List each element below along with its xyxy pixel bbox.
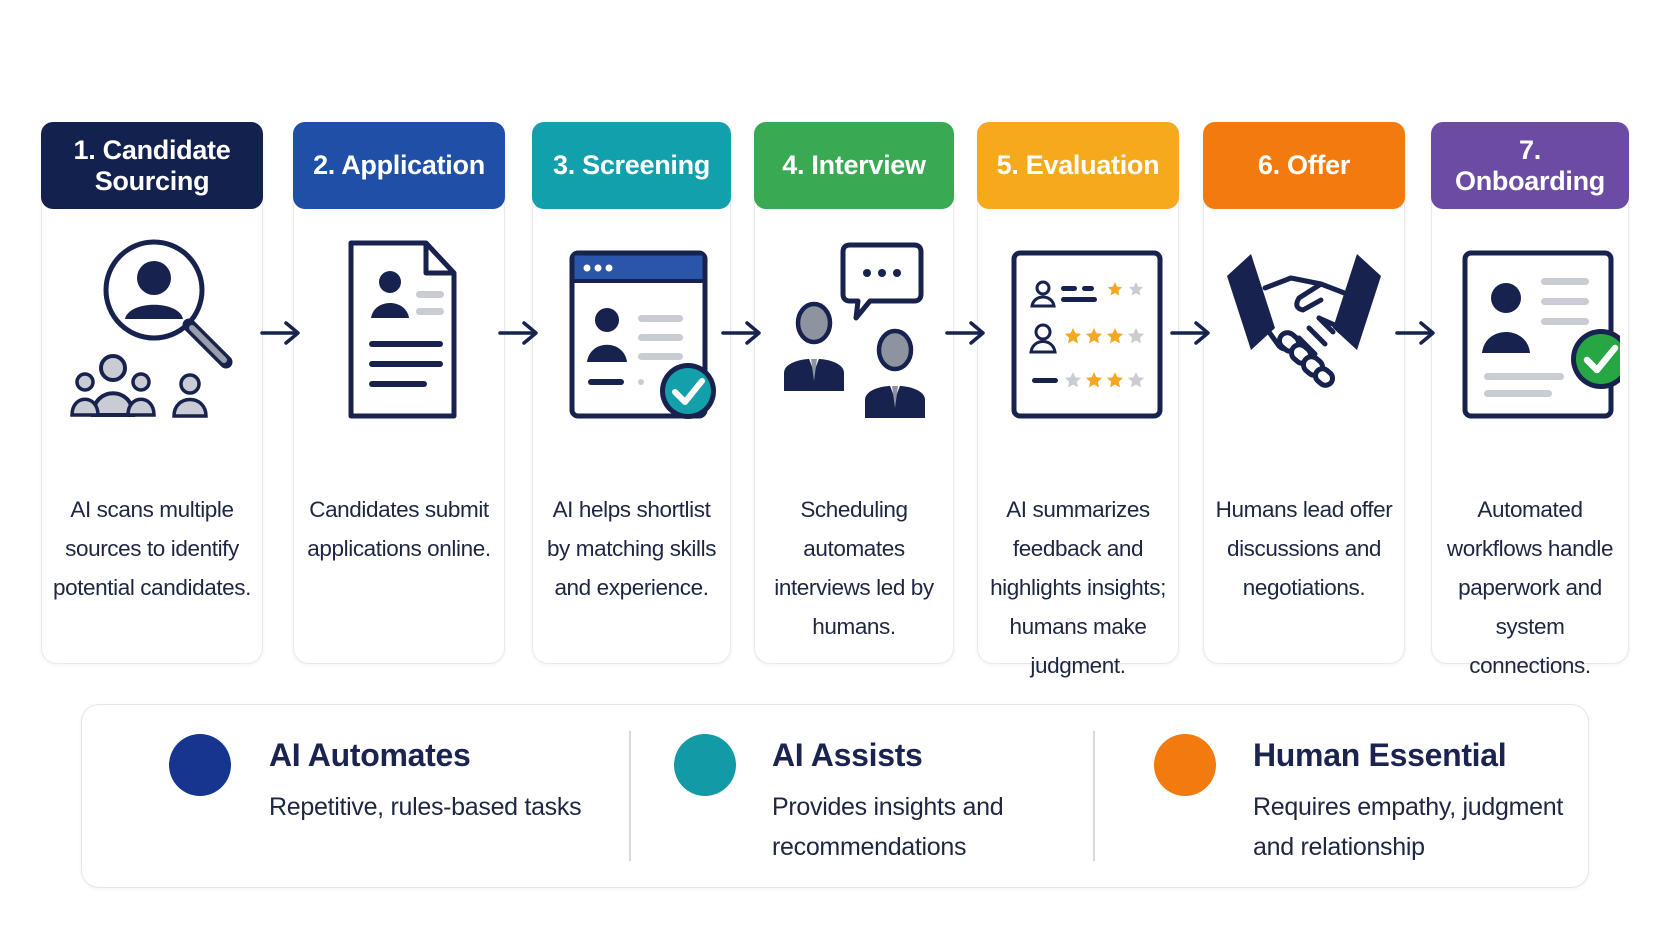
stage-card-onboarding: 7. Onboarding Automated workflows handle… [1431,122,1629,678]
stage-description: Scheduling automates interviews led by h… [774,497,934,639]
stage-card-interview: 4. Interview Scheduling automates interv… [754,122,954,664]
stage-title: 4. Interview [782,150,926,180]
arrow-right-icon [1170,321,1210,345]
stage-description: AI helps shortlist by matching skills an… [546,497,717,600]
arrow-right-icon [945,321,985,345]
magnifier-people-icon [42,228,262,443]
stage-header: 3. Screening [532,122,731,209]
stage-description: Candidates submit applications online. [307,497,491,561]
stage-title: 5. Evaluation [996,150,1160,180]
stage-description: AI scans multiple sources to identify po… [52,497,251,600]
legend-title: Human Essential [1253,737,1507,773]
legend-divider [1093,731,1095,861]
stage-description: AI summarizes feedback and highlights in… [990,497,1166,678]
stage-title: 6. Offer [1257,150,1351,180]
legend-text: Requires empathy, judgment and relations… [1253,793,1563,861]
legend-dot-navy [169,734,231,796]
stage-header: 5. Evaluation [977,122,1179,209]
document-resume-icon [294,228,504,443]
stage-description: Automated workflows handle paperwork and… [1446,497,1614,678]
stage-card-offer: 6. Offer Humans lead offer discussions a… [1203,122,1405,664]
legend-dot-orange [1154,734,1216,796]
stage-header: 1. Candidate Sourcing [41,122,263,209]
stage-description: Humans lead offer discussions and negoti… [1215,497,1393,600]
stage-header: 6. Offer [1203,122,1405,209]
legend-item-ai-automates: AI Automates Repetitive, rules-based tas… [82,705,630,889]
stage-title: 7. Onboarding [1455,134,1605,196]
stage-card-application: 2. Application Candidates submit applica… [293,122,505,664]
legend-title: AI Automates [269,737,471,773]
interview-chat-icon [755,228,953,443]
legend-item-human-essential: Human Essential Requires empathy, judgme… [1094,705,1588,889]
stage-header: 2. Application [293,122,505,209]
stage-card-candidate-sourcing: 1. Candidate Sourcing AI scans multiple … [41,122,263,664]
legend-divider [629,731,631,861]
arrow-right-icon [498,321,538,345]
stage-title: 2. Application [313,150,485,180]
browser-profile-check-icon [533,228,730,443]
rating-scorecard-icon [978,228,1178,443]
handshake-icon [1204,228,1404,443]
arrow-right-icon [721,321,761,345]
stage-card-screening: 3. Screening AI helps s [532,122,731,664]
stage-card-evaluation: 5. Evaluation [977,122,1179,678]
stage-header: 7. Onboarding [1431,122,1629,209]
arrow-right-icon [260,321,300,345]
stage-title: 3. Screening [553,150,710,180]
stage-header: 4. Interview [754,122,954,209]
legend-panel: AI Automates Repetitive, rules-based tas… [81,704,1589,888]
legend-dot-teal [674,734,736,796]
legend-text: Repetitive, rules-based tasks [269,793,582,821]
arrow-right-icon [1395,321,1435,345]
legend-text: Provides insights and recommendations [772,793,1004,861]
profile-card-check-icon [1432,228,1628,443]
stage-title: 1. Candidate Sourcing [73,134,231,196]
legend-item-ai-assists: AI Assists Provides insights and recomme… [630,705,1093,889]
legend-title: AI Assists [772,737,923,773]
